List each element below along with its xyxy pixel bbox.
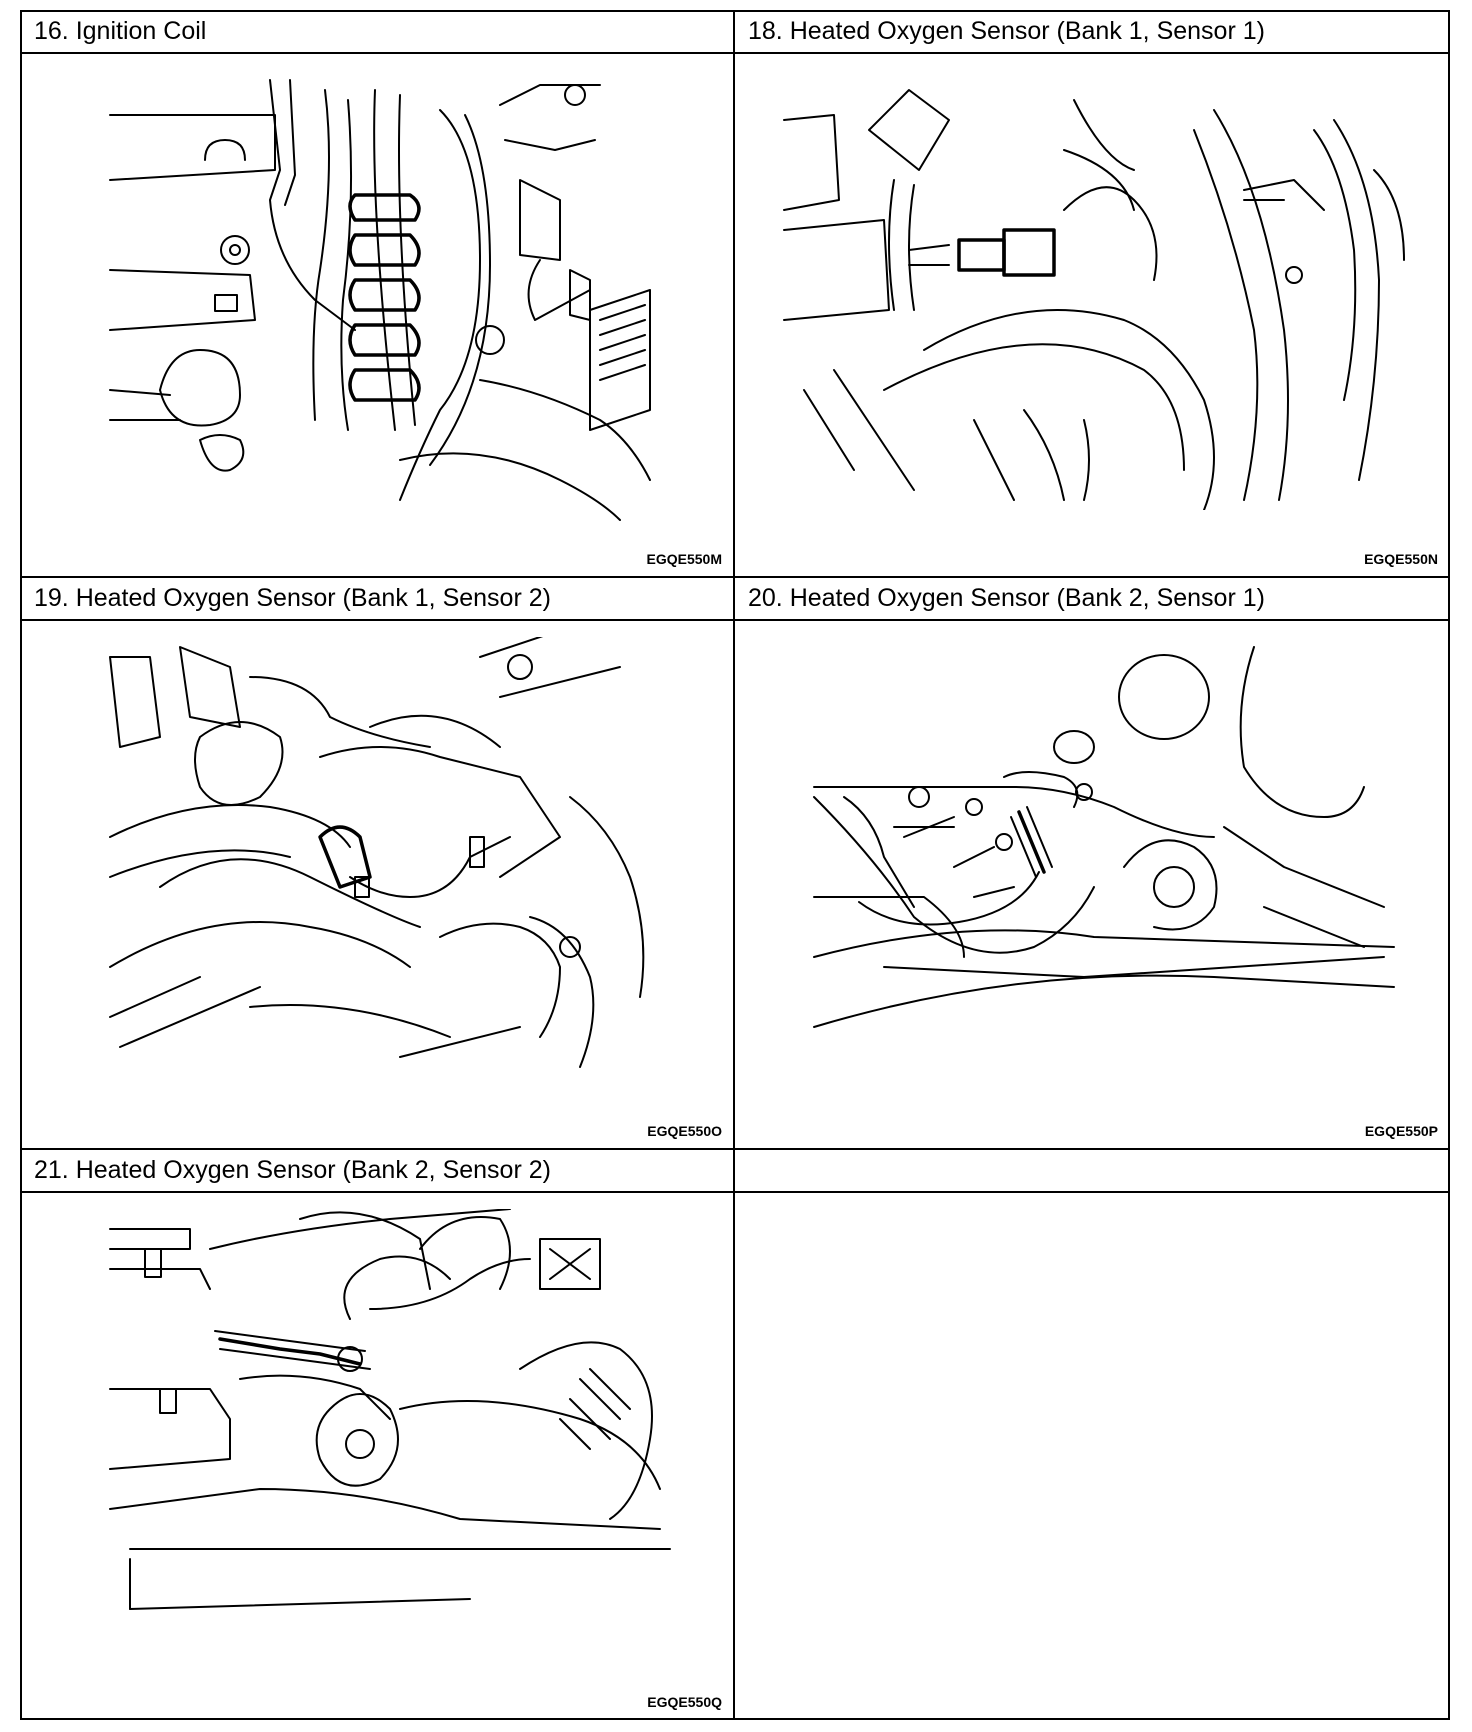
panel-header: 19. Heated Oxygen Sensor (Bank 1, Sensor… xyxy=(20,577,734,621)
panel-header: 18. Heated Oxygen Sensor (Bank 1, Sensor… xyxy=(734,10,1450,54)
panel-ho2s-bank1-sensor2: 19. Heated Oxygen Sensor (Bank 1, Sensor… xyxy=(20,577,734,1149)
figure-code: EGQE550N xyxy=(1364,551,1438,567)
panel-empty xyxy=(734,1149,1450,1720)
ho2s-b2s2-illustration xyxy=(100,1209,680,1649)
panel-title: 18. Heated Oxygen Sensor (Bank 1, Sensor… xyxy=(748,17,1265,45)
panel-header: 20. Heated Oxygen Sensor (Bank 2, Sensor… xyxy=(734,577,1450,621)
ignition-coil-illustration xyxy=(100,60,700,530)
panel-header: 16. Ignition Coil xyxy=(20,10,734,54)
diagram-table: 16. Ignition Coil xyxy=(20,10,1450,1720)
panel-header xyxy=(734,1149,1450,1193)
figure-code: EGQE550Q xyxy=(647,1694,722,1710)
panel-title: 20. Heated Oxygen Sensor (Bank 2, Sensor… xyxy=(748,584,1265,612)
ho2s-b2s1-illustration xyxy=(804,627,1404,1047)
panel-title: 21. Heated Oxygen Sensor (Bank 2, Sensor… xyxy=(34,1156,551,1184)
figure-code: EGQE550M xyxy=(646,551,722,567)
table-frame xyxy=(20,10,1450,1720)
panel-ho2s-bank1-sensor1: 18. Heated Oxygen Sensor (Bank 1, Sensor… xyxy=(734,10,1450,577)
row-divider-1 xyxy=(20,576,1450,578)
figure-code: EGQE550P xyxy=(1364,1123,1438,1139)
panel-title: 16. Ignition Coil xyxy=(34,17,207,45)
panel-header: 21. Heated Oxygen Sensor (Bank 2, Sensor… xyxy=(20,1149,734,1193)
row-divider-2 xyxy=(20,1148,1450,1150)
ho2s-b1s1-illustration xyxy=(774,70,1424,510)
panel-ho2s-bank2-sensor1: 20. Heated Oxygen Sensor (Bank 2, Sensor… xyxy=(734,577,1450,1149)
ho2s-b1s2-illustration xyxy=(100,637,660,1077)
panel-title: 19. Heated Oxygen Sensor (Bank 1, Sensor… xyxy=(34,584,551,612)
column-divider xyxy=(733,10,735,1720)
panel-ignition-coil: 16. Ignition Coil xyxy=(20,10,734,577)
figure-code: EGQE550O xyxy=(647,1123,722,1139)
panel-ho2s-bank2-sensor2: 21. Heated Oxygen Sensor (Bank 2, Sensor… xyxy=(20,1149,734,1720)
